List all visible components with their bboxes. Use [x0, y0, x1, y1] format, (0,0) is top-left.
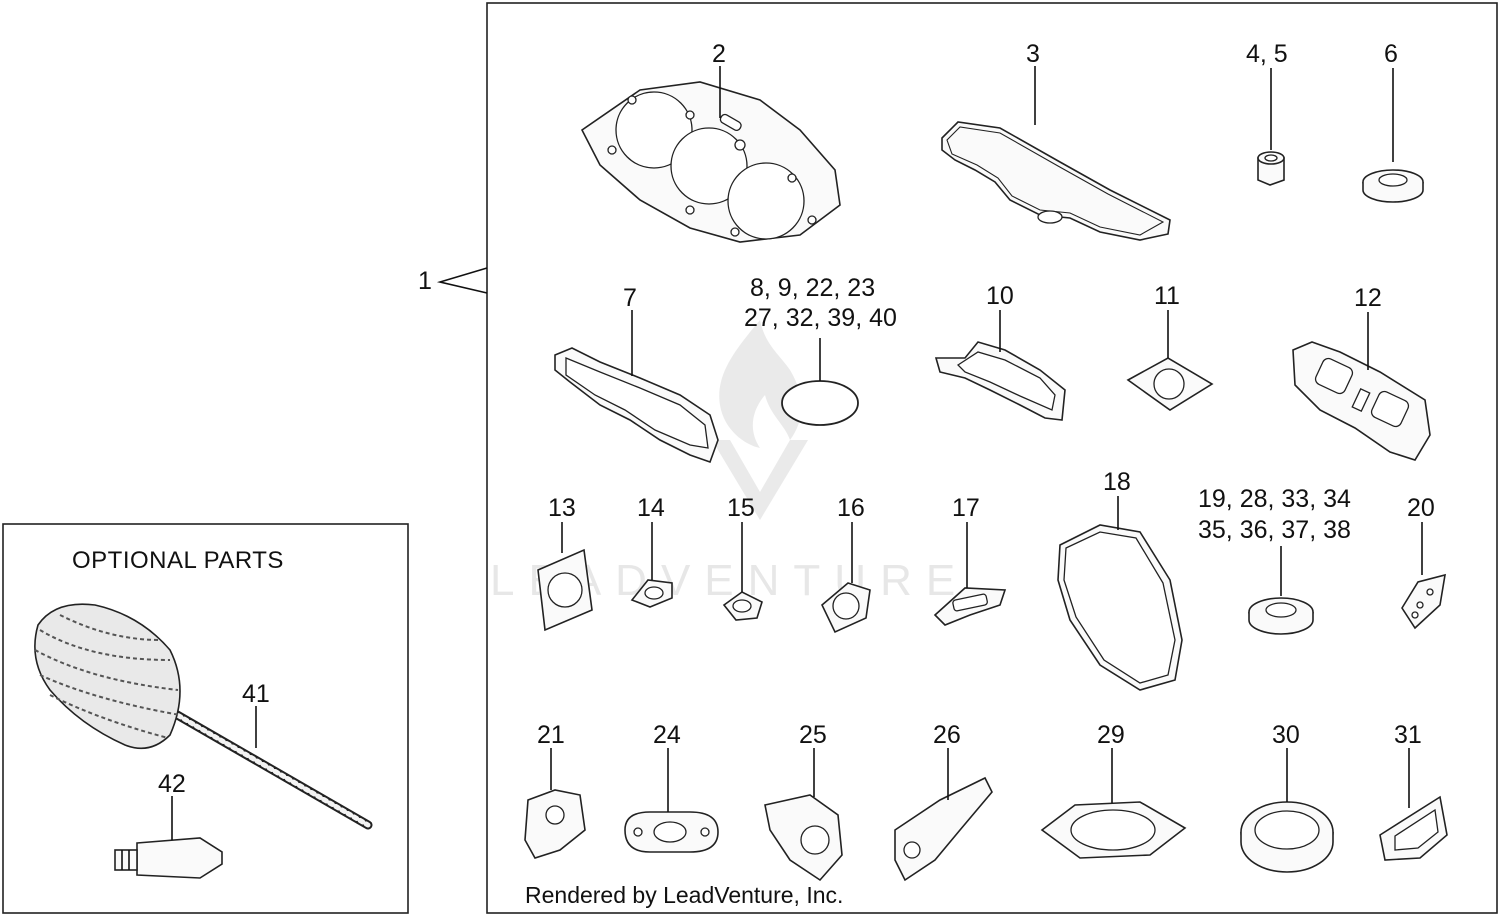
- part-16-gasket[interactable]: [821, 582, 871, 634]
- callout-8-line2[interactable]: 27, 32, 39, 40: [744, 304, 897, 332]
- kit-frame: [486, 2, 1498, 914]
- part-6-oil-seal[interactable]: [1362, 169, 1424, 203]
- callout-19-line2[interactable]: 35, 36, 37, 38: [1198, 516, 1351, 544]
- part-19-oil-seal[interactable]: [1248, 597, 1314, 635]
- watermark-logo: [712, 320, 808, 520]
- callout-14[interactable]: 14: [637, 494, 665, 522]
- callout-11[interactable]: 11: [1154, 282, 1180, 310]
- part-12-exhaust-gasket[interactable]: [1292, 341, 1431, 461]
- part-25-water-pump-gasket[interactable]: [764, 794, 843, 882]
- callout-6[interactable]: 6: [1384, 40, 1398, 68]
- callout-42[interactable]: 42: [158, 770, 186, 798]
- callout-1[interactable]: 1: [418, 267, 432, 295]
- callout-41[interactable]: 41: [242, 680, 270, 708]
- callout-15[interactable]: 15: [727, 494, 755, 522]
- part-11-square-gasket[interactable]: [1126, 357, 1214, 411]
- part-10-gasket[interactable]: [934, 341, 1066, 421]
- callout-10[interactable]: 10: [986, 282, 1014, 310]
- part-41-cleaning-brush[interactable]: [34, 603, 373, 830]
- part-26-gasket[interactable]: [894, 776, 993, 882]
- part-4-5-valve-stem-seal[interactable]: [1257, 151, 1285, 186]
- callout-3[interactable]: 3: [1026, 40, 1040, 68]
- callout-8-line1[interactable]: 8, 9, 22, 23: [750, 274, 875, 302]
- part-7-manifold-gasket[interactable]: [554, 347, 719, 464]
- callout-12[interactable]: 12: [1354, 284, 1382, 312]
- part-42-sealant-tube[interactable]: [114, 837, 223, 879]
- callout-2[interactable]: 2: [712, 40, 726, 68]
- callout-25[interactable]: 25: [799, 721, 827, 749]
- part-3-valve-cover-gasket[interactable]: [941, 121, 1171, 241]
- callout-17[interactable]: 17: [952, 494, 980, 522]
- kit-bracket: [436, 267, 488, 294]
- part-17-gasket[interactable]: [933, 587, 1007, 626]
- callout-24[interactable]: 24: [653, 721, 681, 749]
- part-30-seal-ring[interactable]: [1240, 801, 1334, 873]
- part-20-gasket[interactable]: [1401, 573, 1446, 630]
- part-18-cover-gasket[interactable]: [1057, 524, 1183, 691]
- callout-16[interactable]: 16: [837, 494, 865, 522]
- callout-31[interactable]: 31: [1394, 721, 1422, 749]
- part-29-flange-gasket[interactable]: [1040, 801, 1187, 859]
- callout-20[interactable]: 20: [1407, 494, 1435, 522]
- part-13-gasket[interactable]: [537, 548, 593, 632]
- callout-26[interactable]: 26: [933, 721, 961, 749]
- callout-30[interactable]: 30: [1272, 721, 1300, 749]
- optional-parts-frame: [2, 523, 409, 914]
- footer-credit: Rendered by LeadVenture, Inc.: [525, 882, 843, 908]
- callout-18[interactable]: 18: [1103, 468, 1131, 496]
- callout-29[interactable]: 29: [1097, 721, 1125, 749]
- optional-parts-title: OPTIONAL PARTS: [72, 547, 284, 574]
- part-31-gasket[interactable]: [1379, 795, 1448, 861]
- part-2-head-gasket[interactable]: [580, 81, 841, 243]
- callout-21[interactable]: 21: [537, 721, 565, 749]
- part-24-oval-gasket[interactable]: [624, 811, 719, 853]
- part-8-o-ring[interactable]: [781, 380, 859, 426]
- part-15-gasket[interactable]: [722, 591, 763, 621]
- part-14-gasket[interactable]: [630, 579, 673, 608]
- callout-13[interactable]: 13: [548, 494, 576, 522]
- callout-19-line1[interactable]: 19, 28, 33, 34: [1198, 485, 1351, 513]
- part-21-gasket[interactable]: [524, 789, 586, 859]
- callout-4-5[interactable]: 4, 5: [1246, 40, 1288, 68]
- callout-7[interactable]: 7: [623, 284, 637, 312]
